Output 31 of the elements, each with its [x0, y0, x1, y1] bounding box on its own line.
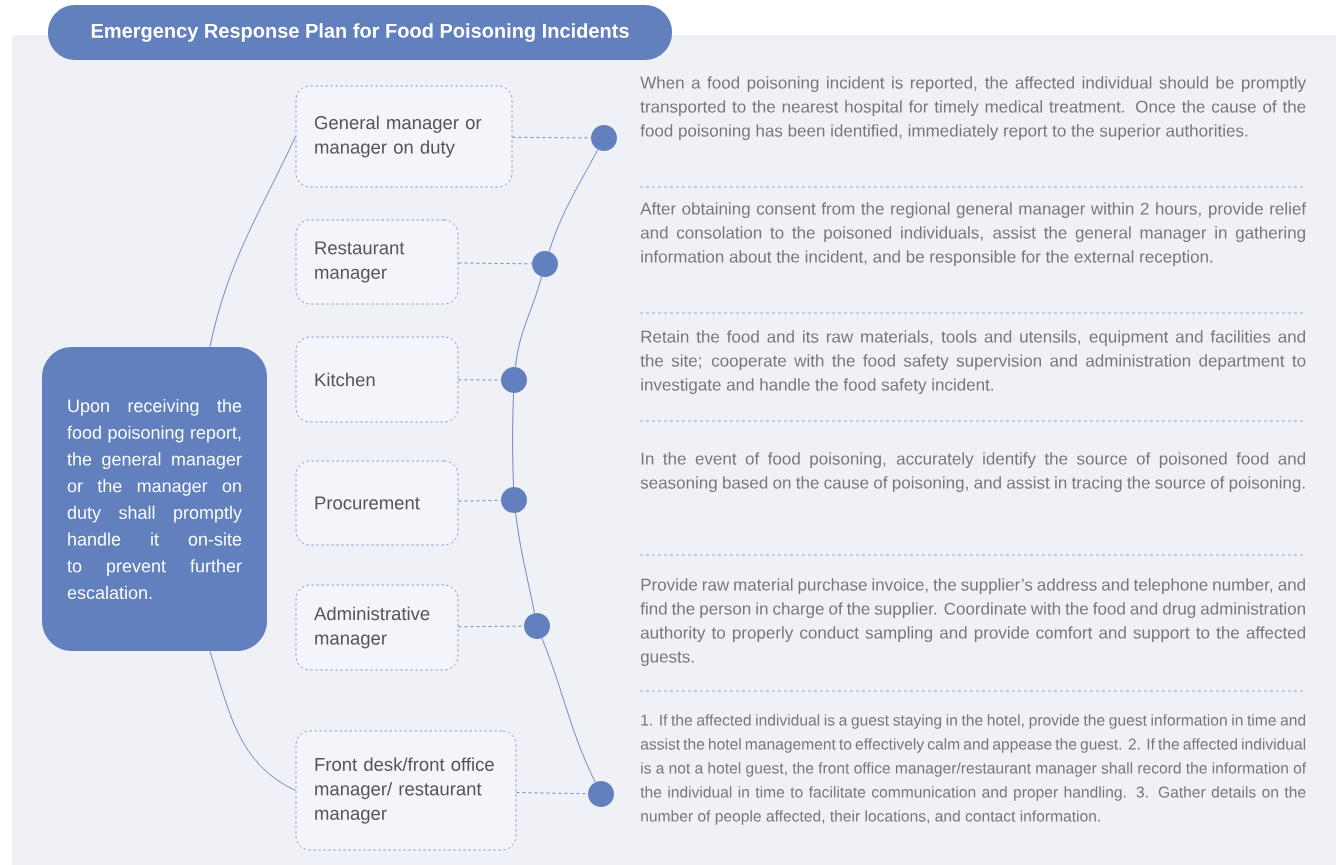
dot [501, 367, 527, 393]
connector-line [514, 276, 543, 368]
paragraph: Provide raw material purchase invoice, the supplier’s address and telephone number, and find the person in charge of the supplier. Coordinate with the food and drug administration authority to properly conduct sampling and provide comfort and support to the affected guests. [640, 578, 1306, 667]
role-box: General manager or manager on duty [295, 85, 513, 188]
role-box: Kitchen [295, 336, 459, 423]
connector-line [512, 392, 514, 488]
dashed-line [458, 262, 533, 265]
role-box: Procurement [295, 460, 459, 546]
summary-box: Upon receiving the food poisoning report, the general manager or the manager on duty shall promptly handle it on-site to prevent further escalation. [42, 347, 267, 651]
dashed-line [512, 136, 592, 139]
paragraph: Retain the food and its raw materials, tools and utensils, equipment and facilities and the site; cooperate with the food safety supervision and administration department to investigate and handle the food safety incident. [640, 330, 1306, 395]
connector-line [209, 650, 296, 791]
dot [588, 781, 614, 807]
connector-line [548, 149, 599, 252]
dashed-line [458, 499, 502, 502]
role-box: Administrative manager [295, 584, 459, 671]
dot [524, 613, 550, 639]
paragraph: 1. If the affected individual is a guest staying in the hotel, provide the guest information in time and assist the hotel management to effectively calm and appease the guest. 2. If the affected individual is a not a hotel guest, the front office manager/restaurant manager shall record the information of the individual in time to facilitate communication and proper handling. 3. Gather details on the number of people affected, their locations, and contact information. [640, 714, 1307, 825]
dot [501, 487, 527, 513]
paragraph: In the event of food poisoning, accurately identify the source of poisoned food and seasoning based on the cause of poisoning, and assist in tracing the source of poisoning. [640, 452, 1305, 493]
paragraph: After obtaining consent from the regional general manager within 2 hours, provide relief and consolation to the poisoned individuals, assist the general manager in gathering information about the incident, and be responsible for the external reception. [640, 202, 1307, 267]
connector-line [515, 512, 535, 614]
title-banner: Emergency Response Plan for Food Poisoning Incidents [48, 5, 672, 60]
dot [591, 125, 617, 151]
role-box: Restaurant manager [295, 219, 459, 305]
connector-line [209, 136, 296, 348]
dot [532, 251, 558, 277]
dashed-line [458, 379, 502, 381]
role-box: Front desk/front office manager/ restaurant manager [295, 730, 517, 851]
connector-line [541, 637, 596, 783]
paragraph: When a food poisoning incident is reported, the affected individual should be promptly transported to the nearest hospital for timely medical treatment. Once the cause of the food poisoning has been identified, immediately report to the superior authorities. [640, 76, 1307, 141]
